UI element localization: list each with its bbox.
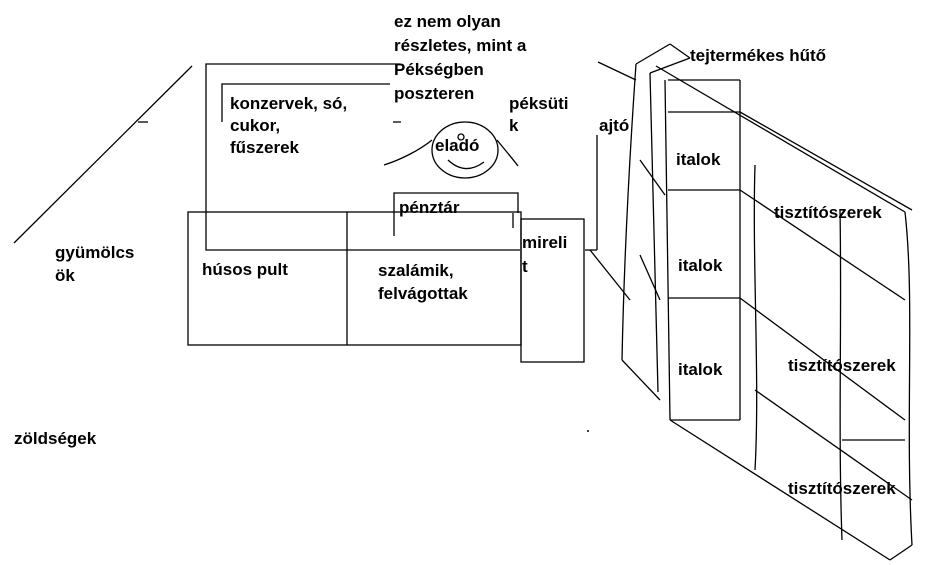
note-text: ez nem olyan részletes, mint a Pékségben… <box>394 12 531 103</box>
peksutik-line-1: péksüti <box>509 94 569 113</box>
label-tisztitoszerek-1: tisztítószerek <box>774 203 882 222</box>
label-zoldsegek: zöldségek <box>14 429 97 448</box>
label-konzervek: konzervek, só, cukor, fűszerek <box>230 94 352 157</box>
left-wall-line <box>13 65 193 244</box>
note-line-2: részletes, mint a <box>394 36 527 55</box>
gyumolcsok-line-1: gyümölcs <box>55 243 134 262</box>
label-tejtermekes-huto: tejtermékes hűtő <box>690 46 826 65</box>
konzervek-line-2: cukor, <box>230 116 280 135</box>
back-shelf-outline <box>205 63 520 251</box>
mirelit-line-2: t <box>522 257 528 276</box>
label-gyumolcsok: gyümölcs ök <box>55 243 139 285</box>
note-line-3: Pékségben <box>394 60 484 79</box>
label-mirelit: mireli t <box>522 233 572 276</box>
mirelit-line-1: mireli <box>522 233 567 252</box>
note-line-1: ez nem olyan <box>394 12 501 31</box>
label-husos-pult: húsos pult <box>202 260 288 279</box>
label-italok-3: italok <box>678 360 723 379</box>
label-tisztitoszerek-2: tisztítószerek <box>788 356 896 375</box>
stray-dot <box>587 430 589 432</box>
note-line-4: poszteren <box>394 84 474 103</box>
label-szalamik: szalámik, felvágottak <box>378 261 468 303</box>
label-elado: eladó <box>435 136 479 155</box>
konzervek-line-3: fűszerek <box>230 138 300 157</box>
dairy-fridge-drawing <box>621 43 741 421</box>
szalamik-line-2: felvágottak <box>378 284 468 303</box>
peksutik-line-2: k <box>509 116 519 135</box>
cleaning-shelf-drawing <box>655 65 913 561</box>
gyumolcsok-line-2: ök <box>55 266 75 285</box>
label-peksutik: péksüti k <box>509 94 573 135</box>
konzervek-line-1: konzervek, só, <box>230 94 347 113</box>
szalamik-line-1: szalámik, <box>378 261 454 280</box>
label-ajto: ajtó <box>599 116 629 135</box>
counter-boxes <box>187 211 585 363</box>
label-italok-1: italok <box>676 150 721 169</box>
cashier-outline <box>393 192 519 236</box>
canned-goods-shelf-outline <box>221 83 390 122</box>
label-tisztitoszerek-3: tisztítószerek <box>788 479 896 498</box>
label-penztar: pénztár <box>399 198 460 217</box>
label-italok-2: italok <box>678 256 723 275</box>
seller-face-drawing <box>383 121 519 179</box>
